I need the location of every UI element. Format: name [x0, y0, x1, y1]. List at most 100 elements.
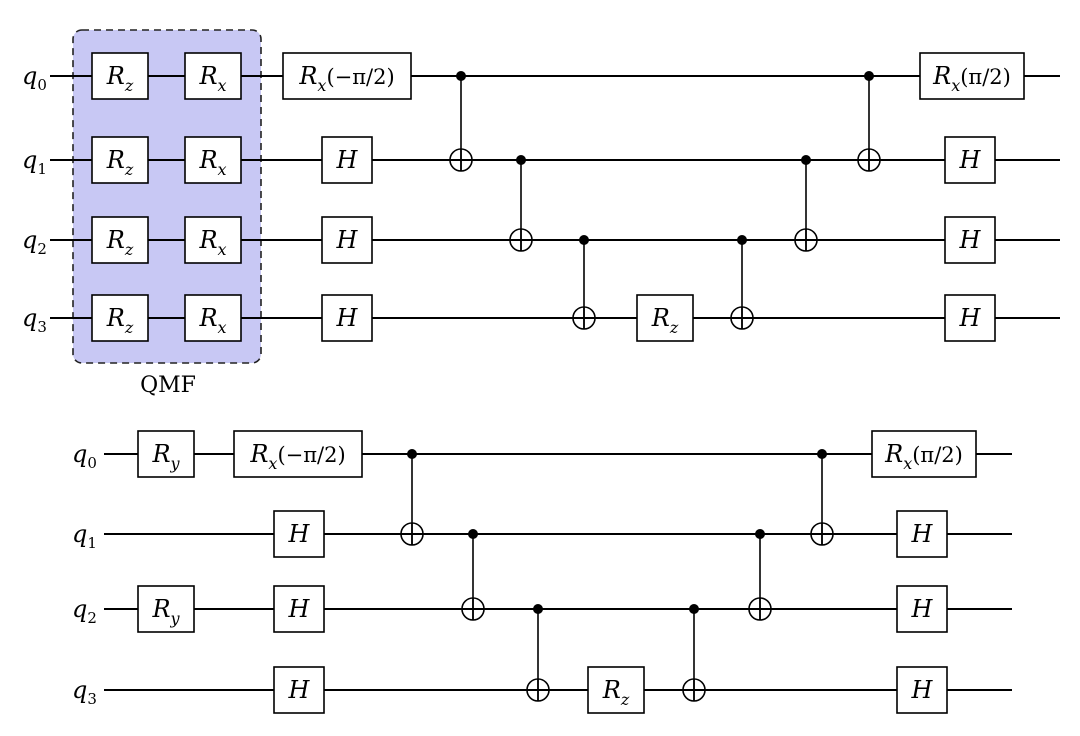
gate-rz-q3-box	[91, 294, 149, 342]
gate-h-q1: H	[321, 136, 373, 184]
gate-h-q1-box	[896, 510, 948, 558]
gate-h-q1-box	[273, 510, 325, 558]
gate-rz-q1-box	[91, 136, 149, 184]
cnot-control-dot	[689, 604, 699, 614]
gate-h-q3: H	[321, 294, 373, 342]
gate-h-q1: H	[944, 136, 996, 184]
gate-h-q1: H	[273, 510, 325, 558]
gate-h-q3: H	[273, 666, 325, 714]
gate-rx-q0-box	[184, 52, 242, 100]
gate-h-q2-box	[321, 216, 373, 264]
qmf-group-label: QMF	[140, 373, 196, 398]
gate-ry-q2-label: Ry	[151, 595, 180, 628]
gate-ry-q2-box	[137, 585, 195, 633]
gate-rz-q2-label: Rz	[106, 226, 134, 259]
gate-rz-q3: Rz	[636, 294, 694, 342]
gate-h-q1-box	[944, 136, 996, 184]
gate-h-q2-label: H	[911, 595, 934, 623]
gate-h-q2: H	[944, 216, 996, 264]
gate-ry-q0: Ry	[137, 430, 195, 478]
wire-label-q3: q3	[72, 676, 97, 708]
gate-h-q3-box	[273, 666, 325, 714]
gate-rz-q1-label: Rz	[106, 146, 134, 179]
wire-label-q1: q1	[22, 146, 47, 178]
gate-ry-q0-label: Ry	[151, 440, 180, 473]
gate-rx-q0: Rx(π/2)	[919, 52, 1025, 100]
cnot-control-dot	[533, 604, 543, 614]
cnot-gate	[461, 529, 485, 621]
gate-rx-q0-box	[282, 52, 412, 100]
gate-h-q2: H	[896, 585, 948, 633]
wire-label-q0: q0	[22, 62, 47, 94]
gate-rz-q3-box	[587, 666, 645, 714]
cnot-control-dot	[755, 529, 765, 539]
gate-rx-q2-box	[184, 216, 242, 264]
gate-h-q2-label: H	[288, 595, 311, 623]
gate-h-q3-box	[896, 666, 948, 714]
cnot-gate	[572, 235, 596, 330]
wire-label-q3: q3	[22, 304, 47, 336]
gate-rx-q2: Rx	[184, 216, 242, 264]
gate-rx-q2-label: Rx	[198, 226, 226, 259]
gate-rx-q0-label: Rx	[198, 62, 226, 95]
cnot-gate	[857, 71, 881, 172]
gate-rz-q3-label: Rz	[106, 304, 134, 337]
gate-rx-q3-label: Rx	[198, 304, 226, 337]
gate-rz-q0: Rz	[91, 52, 149, 100]
gate-rx-q1-label: Rx	[198, 146, 226, 179]
gate-h-q3-label: H	[336, 304, 359, 332]
gate-h-q2-box	[273, 585, 325, 633]
gate-ry-q0-box	[137, 430, 195, 478]
gate-rx-q3: Rx	[184, 294, 242, 342]
cnot-control-dot	[468, 529, 478, 539]
gate-rx-q0-label: Rx(−π/2)	[298, 62, 394, 95]
cnot-gate	[748, 529, 772, 621]
gate-h-q2-label: H	[959, 226, 982, 254]
gate-h-q1-label: H	[336, 146, 359, 174]
cnot-control-dot	[516, 155, 526, 165]
cnot-control-dot	[737, 235, 747, 245]
gate-rx-q0-box	[919, 52, 1025, 100]
cnot-gate	[794, 155, 818, 252]
gate-rz-q3: Rz	[91, 294, 149, 342]
gate-h-q2-box	[944, 216, 996, 264]
qmf-group-box	[72, 29, 262, 364]
gate-h-q1-label: H	[911, 520, 934, 548]
gate-rx-q0: Rx(π/2)	[871, 430, 977, 478]
wire-label-q0: q0	[72, 440, 97, 472]
cnot-control-dot	[579, 235, 589, 245]
gate-h-q3-box	[944, 294, 996, 342]
cnot-gate	[682, 604, 706, 702]
cnot-control-dot	[456, 71, 466, 81]
gate-h-q2-label: H	[336, 226, 359, 254]
cnot-gate	[810, 449, 834, 546]
gate-h-q2: H	[321, 216, 373, 264]
gate-h-q3-label: H	[288, 676, 311, 704]
gate-rz-q2: Rz	[91, 216, 149, 264]
gate-rz-q1: Rz	[91, 136, 149, 184]
gate-rz-q2-box	[91, 216, 149, 264]
gate-rx-q0-label: Rx(−π/2)	[249, 440, 345, 473]
cnot-gate	[400, 449, 424, 546]
gate-rz-q0-box	[91, 52, 149, 100]
gate-rx-q0-label: Rx(π/2)	[932, 62, 1011, 95]
gate-h-q1-label: H	[288, 520, 311, 548]
cnot-gate	[509, 155, 533, 252]
gate-h-q3-label: H	[959, 304, 982, 332]
cnot-control-dot	[407, 449, 417, 459]
cnot-gate	[449, 71, 473, 172]
gate-rz-q3: Rz	[587, 666, 645, 714]
gate-rz-q3-box	[636, 294, 694, 342]
gate-rx-q0: Rx(−π/2)	[233, 430, 363, 478]
gate-h-q2: H	[273, 585, 325, 633]
gate-rx-q3-box	[184, 294, 242, 342]
gate-rx-q0-box	[233, 430, 363, 478]
gate-rx-q0: Rx(−π/2)	[282, 52, 412, 100]
gate-rz-q0-label: Rz	[106, 62, 134, 95]
gate-h-q3: H	[944, 294, 996, 342]
gate-h-q3: H	[896, 666, 948, 714]
gate-rz-q3-label: Rz	[651, 304, 679, 337]
